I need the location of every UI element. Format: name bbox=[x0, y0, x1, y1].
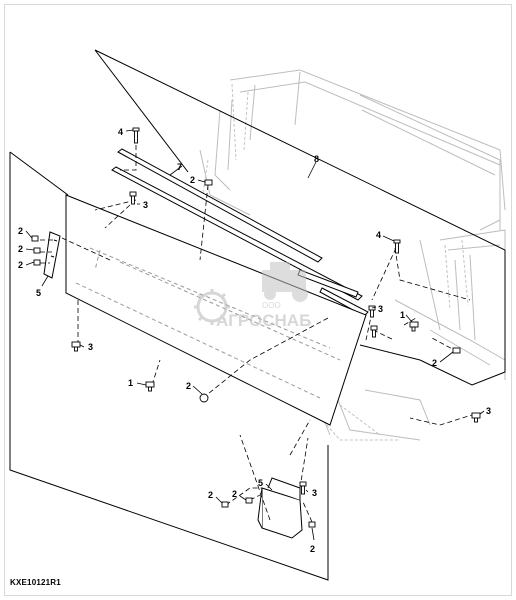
callout-label: 2 bbox=[232, 489, 237, 499]
bolt-1-right bbox=[409, 321, 419, 332]
callout-label: 8 bbox=[314, 154, 319, 164]
shield-panel-inner-lines bbox=[75, 247, 341, 399]
nut-2-top bbox=[204, 179, 213, 186]
bolt-3-mid bbox=[370, 325, 378, 338]
callout-label: 2 bbox=[18, 244, 23, 254]
machine-housing-outline bbox=[199, 69, 506, 441]
callout-label: 3 bbox=[88, 342, 93, 352]
bolt-1-lower bbox=[145, 381, 155, 392]
callout-label: 2 bbox=[190, 175, 195, 185]
nut-2-bottom-a bbox=[221, 501, 229, 508]
bolt-4-right bbox=[393, 239, 401, 254]
rear-panel-top-edge bbox=[9, 151, 69, 196]
bolt-3-left-lower bbox=[71, 341, 81, 352]
side-bracket-5 bbox=[43, 231, 61, 279]
callout-label: 5 bbox=[258, 478, 263, 488]
gear-logo-icon bbox=[194, 289, 230, 325]
callout-label: 3 bbox=[486, 406, 491, 416]
lower-guard-5 bbox=[257, 477, 303, 539]
callout-label: 3 bbox=[143, 200, 148, 210]
bolt-3-bottom bbox=[299, 481, 307, 495]
nut-2-bottom-b bbox=[245, 497, 253, 504]
callout-label: 7 bbox=[177, 162, 182, 172]
nut-2-lower bbox=[199, 393, 209, 403]
callout-label: 4 bbox=[118, 127, 123, 137]
callout-label: 1 bbox=[400, 310, 405, 320]
panel-8-outline bbox=[94, 49, 506, 386]
callout-label: 2 bbox=[18, 260, 23, 270]
bolt-4-top bbox=[132, 127, 140, 144]
seal-strip-7 bbox=[111, 148, 369, 317]
nut-2-left-b bbox=[33, 247, 41, 254]
nut-2-left-c bbox=[33, 259, 41, 266]
image-frame bbox=[4, 4, 512, 596]
rear-panel-outline bbox=[9, 152, 329, 581]
fasteners bbox=[31, 127, 481, 528]
callout-label: 4 bbox=[376, 230, 381, 240]
callout-label: 5 bbox=[36, 288, 41, 298]
nut-2-right bbox=[452, 347, 461, 354]
agrosnab-watermark: ООО АГРОСНАБ bbox=[194, 262, 311, 330]
callout-labels: 4 7 8 2 3 2 2 2 5 4 3 1 3 1 2 2 3 5 3 2 … bbox=[18, 127, 491, 554]
callout-label: 2 bbox=[18, 226, 23, 236]
shield-panel bbox=[65, 194, 367, 426]
bolt-3-upper bbox=[129, 191, 137, 205]
figure-code: KXE10121R1 bbox=[10, 578, 61, 587]
callout-leaders bbox=[25, 129, 485, 541]
nut-2-bottom-c bbox=[308, 521, 316, 528]
tractor-logo-icon bbox=[262, 262, 308, 302]
callout-label: 2 bbox=[208, 490, 213, 500]
callout-label: 3 bbox=[312, 488, 317, 498]
watermark-small-text: ООО bbox=[262, 301, 281, 310]
callout-label: 2 bbox=[310, 544, 315, 554]
callout-label: 2 bbox=[186, 381, 191, 391]
callout-label: 1 bbox=[128, 378, 133, 388]
assembly-leader-lines bbox=[40, 145, 476, 523]
bolt-3-far-right bbox=[471, 412, 481, 423]
nut-2-left-a bbox=[31, 235, 39, 242]
panel-8-lower-edge bbox=[359, 344, 421, 361]
callout-label: 3 bbox=[378, 304, 383, 314]
callout-label: 2 bbox=[432, 358, 437, 368]
watermark-brand-text: АГРОСНАБ bbox=[216, 311, 311, 330]
